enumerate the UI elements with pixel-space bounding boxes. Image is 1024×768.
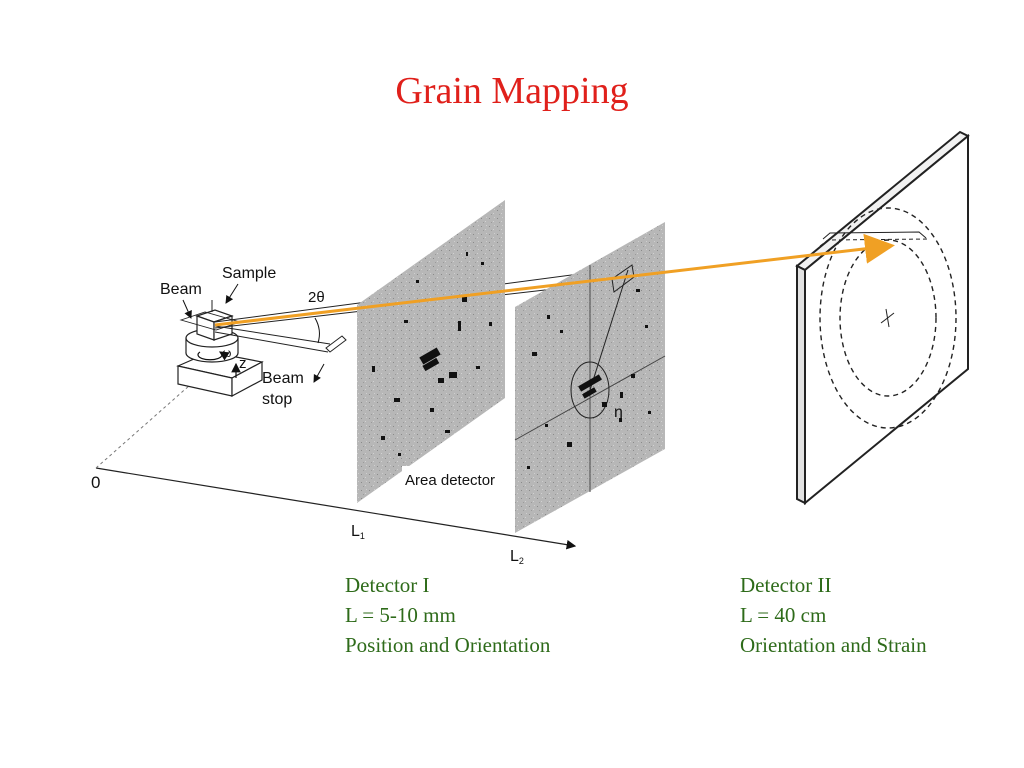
detector-2-distance: L = 40 cm [740, 603, 827, 627]
detector-2-measures: Orientation and Strain [740, 633, 927, 657]
z-label: z [239, 355, 247, 372]
detector-1-caption: Detector I L = 5-10 mm Position and Orie… [345, 570, 550, 660]
detector-1-measures: Position and Orientation [345, 633, 551, 657]
two-theta-arc [314, 317, 320, 344]
beam-stop [325, 335, 347, 353]
two-theta-label: 2θ [308, 289, 325, 306]
beam-arrow [214, 233, 895, 327]
omega-rotation-icon [197, 351, 230, 361]
floor-axes [95, 384, 577, 550]
detector-1-name: Detector I [345, 573, 430, 597]
detector-2-plane [514, 222, 666, 533]
l1-label: L1 [351, 523, 365, 541]
beam-stop-label-1: Beam [262, 370, 304, 387]
far-detector-panel [795, 130, 970, 506]
slide-title: Grain Mapping [395, 70, 629, 112]
detector-1-distance: L = 5-10 mm [345, 603, 456, 627]
l2-label: L2 [510, 548, 524, 566]
origin-label: 0 [91, 473, 100, 492]
detector-2-caption: Detector II L = 40 cm Orientation and St… [740, 570, 927, 660]
area-detector-label: Area detector [405, 472, 495, 489]
omega-label: ω [222, 346, 231, 360]
beam-stop-label-2: stop [262, 391, 292, 408]
beam-label: Beam [160, 281, 202, 298]
eta-label: η [614, 404, 623, 421]
sample-label: Sample [222, 265, 276, 282]
detector-2-name: Detector II [740, 573, 832, 597]
detector-1-plane [357, 200, 505, 503]
sample-stage [176, 300, 264, 397]
